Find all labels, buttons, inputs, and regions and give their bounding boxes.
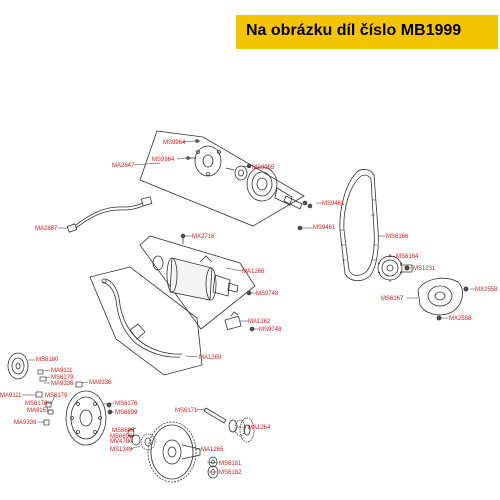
starter-clutch-assembly — [187, 140, 303, 210]
bottom-washers — [207, 456, 219, 479]
label-ma9151: MA9151 — [27, 408, 50, 414]
leader-lines — [22, 140, 475, 473]
label-ms6164: MS6164 — [396, 254, 419, 260]
relay — [224, 311, 242, 331]
gear-small-parts — [127, 428, 156, 451]
label-ma9111: MA9111 — [0, 393, 22, 399]
label-ms6167: MS6167 — [381, 296, 404, 302]
label-ms6171: MS6171 — [175, 408, 198, 414]
label-mx2558: MX2558 — [449, 316, 472, 322]
sensor-cable — [66, 196, 153, 233]
rotor-disc — [7, 352, 29, 380]
starter-clutch-frame — [139, 130, 305, 227]
label-ms6166: MS6166 — [386, 234, 409, 240]
label-ms9748: MS9748 — [256, 291, 279, 297]
clutch-housing — [246, 166, 278, 202]
label-ma9336: MA9336 — [51, 381, 74, 387]
label-ms9461: MS9461 — [322, 201, 345, 207]
label-mx2716: MX2716 — [192, 234, 215, 240]
wiring-harness — [101, 278, 183, 358]
clutch-screws — [186, 139, 313, 231]
label-ms1231: MS1231 — [413, 266, 436, 272]
tensioner-plate — [417, 277, 469, 321]
large-gear — [147, 421, 201, 483]
label-ma9111: MA9111 — [51, 368, 73, 374]
small-parts-left — [35, 369, 113, 426]
label-ms1349: MS1349 — [110, 447, 133, 453]
shaft — [283, 195, 303, 210]
label-ms6181: MS6181 — [219, 461, 242, 467]
label-ms6179: MS6179 — [51, 375, 74, 381]
sprocket — [377, 254, 413, 282]
title-banner: Na obrázku díl číslo MB1999 — [236, 15, 498, 49]
timing-chain — [339, 169, 379, 282]
bearing — [234, 165, 248, 181]
label-ms6179: MS6179 — [45, 393, 68, 399]
label-ma1264: MA1264 — [248, 425, 271, 431]
part-labels: MS9964 MS9964 MA2647 MS9965 MS9461 MS946… — [0, 140, 498, 476]
label-ma1262: MA1262 — [248, 319, 271, 325]
wiring-frame — [89, 266, 203, 376]
label-mv4780: MV4780 — [110, 439, 133, 445]
idler-gear — [203, 407, 255, 443]
label-ms6178: MS6178 — [25, 401, 48, 407]
group-frames — [89, 130, 305, 376]
label-ma2887: MA2887 — [35, 226, 58, 232]
label-ma1265: MA1265 — [201, 447, 224, 453]
flywheel — [65, 390, 107, 446]
label-ms6176: MS6176 — [115, 401, 138, 407]
starter-motor-frame — [139, 235, 256, 330]
label-ms9965: MS9965 — [252, 165, 275, 171]
starter-motor — [152, 233, 239, 301]
label-ms9461: MS9461 — [313, 225, 336, 231]
label-ms9964: MS9964 — [152, 157, 175, 163]
banner-title: Na obrázku díl číslo MB1999 — [246, 22, 462, 39]
label-ms6699: MS6699 — [112, 428, 135, 434]
clutch-plate — [194, 145, 222, 177]
label-ms6699: MS6699 — [115, 410, 138, 416]
label-ms6699: MS6699 — [110, 434, 133, 440]
label-ma9336: MA9336 — [14, 420, 37, 426]
label-ma1269: MA1269 — [199, 355, 222, 361]
label-ms6180: MS6180 — [36, 357, 59, 363]
label-mx2558: MX2558 — [475, 287, 498, 293]
label-ms9964: MS9964 — [163, 140, 186, 146]
label-ms9748: MS9748 — [259, 327, 282, 333]
label-ma2647: MA2647 — [112, 163, 135, 169]
label-ms6182: MS6182 — [219, 470, 242, 476]
starter-screws — [246, 290, 255, 332]
label-ma1266: MA1266 — [242, 269, 265, 275]
label-ma9336: MA9336 — [89, 380, 112, 386]
